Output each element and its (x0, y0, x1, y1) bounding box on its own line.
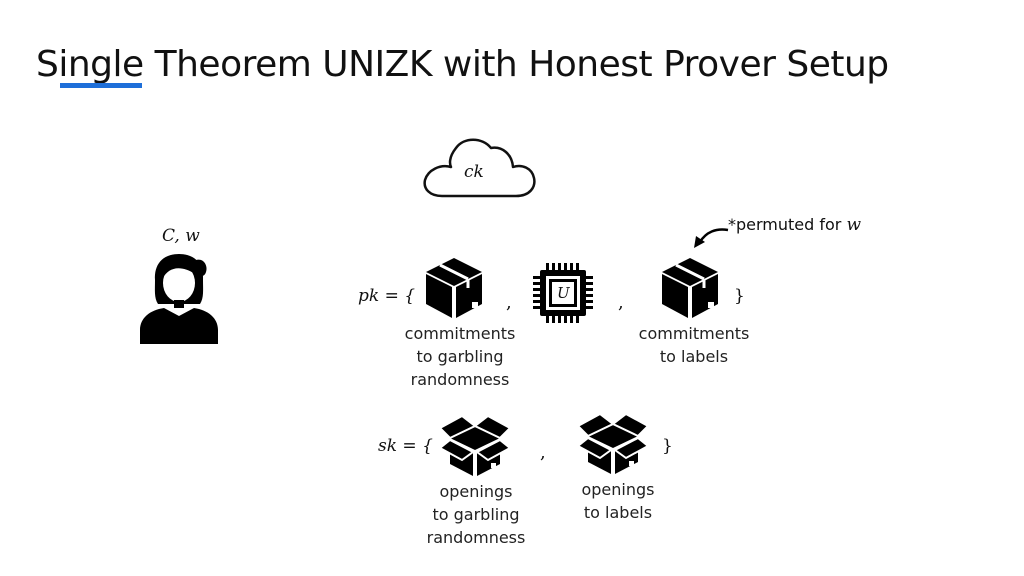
sk-separator: , (540, 442, 546, 463)
caption-openings-labels: openings to labels (546, 478, 690, 524)
title-underline (60, 83, 142, 88)
caption-openings-randomness: openings to garbling randomness (404, 480, 548, 549)
caption-line: commitments (404, 324, 516, 343)
pk-separator-2: , (618, 292, 624, 313)
page-title: Single Theorem UNIZK with Honest Prover … (36, 44, 889, 85)
open-box-icon (440, 414, 510, 476)
caption-line: randomness (426, 528, 526, 547)
caption-line: to labels (583, 503, 653, 522)
caption-line: to garbling (432, 505, 520, 524)
prover-label: C, w (162, 226, 200, 246)
caption-line: openings (439, 482, 513, 501)
caption-line: openings (581, 480, 655, 499)
caption-line: to garbling (416, 347, 504, 366)
caption-commitments-randomness: commitments to garbling randomness (388, 322, 532, 391)
pk-prefix: pk = { (358, 286, 416, 306)
caption-line: to labels (659, 347, 729, 366)
caption-line: commitments (638, 324, 750, 343)
sk-prefix: sk = { (378, 436, 433, 456)
curved-arrow-icon (694, 228, 729, 248)
cloud-label: ck (464, 162, 484, 182)
pk-separator-1: , (506, 292, 512, 313)
closed-box-icon (662, 258, 718, 318)
woman-user-icon (140, 254, 218, 344)
annotation-var: w (846, 215, 862, 235)
caption-commitments-labels: commitments to labels (622, 322, 766, 368)
caption-line: randomness (410, 370, 510, 389)
chip-icon (533, 263, 593, 323)
open-box-icon (578, 412, 648, 474)
permuted-annotation: *permuted for w (728, 215, 861, 235)
closed-box-icon (426, 258, 482, 318)
pk-suffix: } (734, 286, 745, 306)
annotation-text: *permuted for (728, 215, 847, 234)
cloud-icon (423, 138, 536, 198)
sk-suffix: } (662, 436, 673, 456)
chip-label: U (557, 284, 570, 302)
